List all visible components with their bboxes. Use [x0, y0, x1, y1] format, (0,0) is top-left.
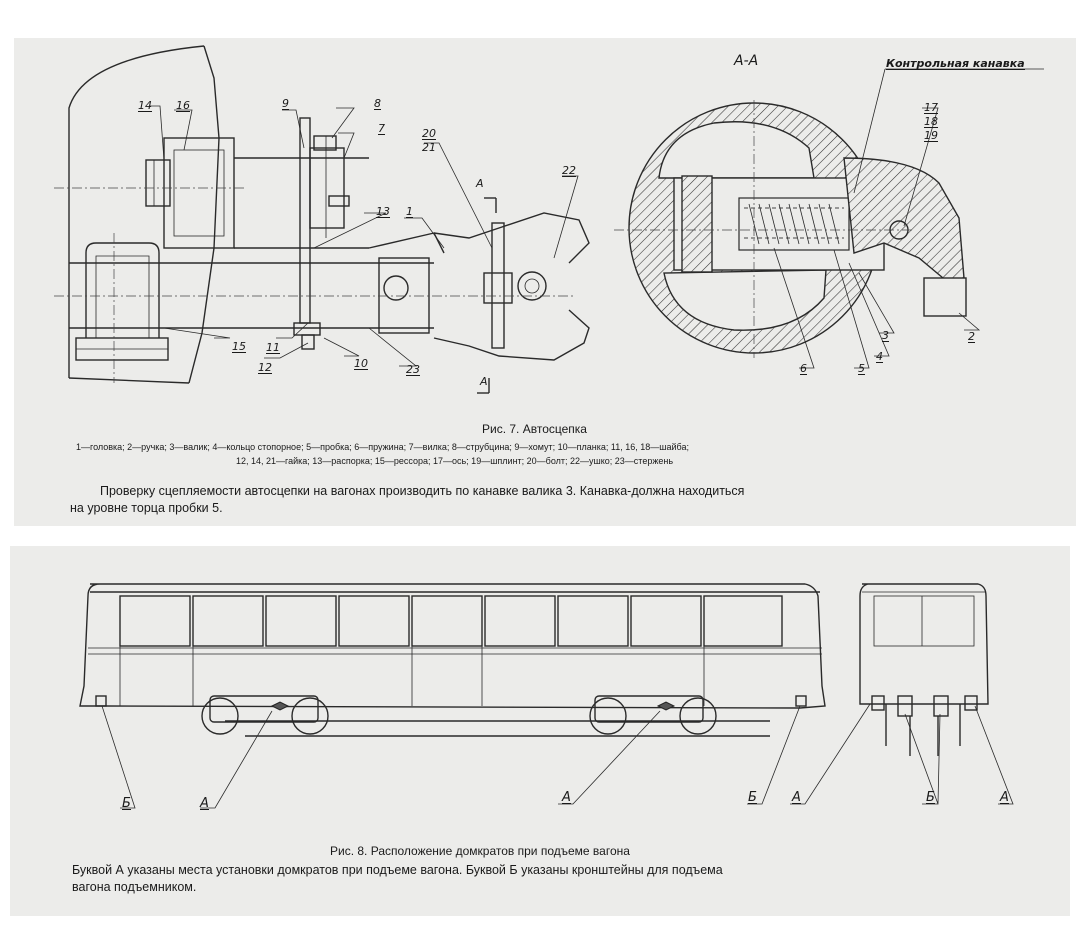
wagon-end-view: [859, 583, 989, 756]
callout-19: 19: [924, 129, 938, 142]
callout-18: 18: [924, 115, 938, 128]
callout-7: 7: [378, 122, 385, 135]
figure-7-note-line-1: Проверку сцепляемости автосцепки на ваго…: [100, 484, 745, 498]
figure-7-legend-line-2: 12, 14, 21—гайка; 13—распорка; 15—рессор…: [236, 456, 674, 466]
callout-15: 15: [232, 340, 246, 353]
callout-4: 4: [876, 350, 883, 363]
fork-7: [309, 147, 345, 229]
callout-12: 12: [258, 361, 272, 374]
label-a-end-right: А: [1000, 790, 1009, 805]
mount-bracket: [163, 137, 235, 249]
handle-2: [923, 277, 967, 317]
figure-8-note-line-1: Буквой А указаны места установки домкрат…: [72, 863, 723, 877]
bracket-right: [795, 695, 807, 707]
callout-8: 8: [374, 97, 381, 110]
coupler-shank: [378, 257, 430, 334]
coupler-head: [433, 212, 590, 264]
callout-23: 23: [406, 363, 420, 376]
label-b-left: Б: [122, 796, 131, 811]
jack-point-right: [656, 701, 676, 711]
section-mark-a-top: А: [476, 177, 484, 190]
section-mark-a-bottom: А: [480, 375, 488, 388]
bracket-left: [95, 695, 107, 707]
figure-8-title: Рис. 8. Расположение домкратов при подъе…: [330, 844, 630, 858]
leaf-spring: [85, 242, 160, 338]
figure-7-panel: 14 16 9 8 7 20 21 22 13 1 А 15 11 12 10 …: [14, 38, 1076, 526]
callout-21: 21: [422, 141, 436, 154]
callout-17: 17: [924, 101, 938, 114]
callout-5: 5: [858, 362, 865, 375]
callout-20: 20: [422, 127, 436, 140]
callout-2: 2: [968, 330, 975, 343]
figure-8-panel: Б А А Б А Б А Рис. 8. Расположение домкр…: [10, 546, 1070, 916]
figure-7-title: Рис. 7. Автосцепка: [482, 422, 587, 436]
callout-22: 22: [562, 164, 576, 177]
jack-point-left: [270, 701, 290, 711]
label-b-end: Б: [926, 790, 935, 805]
figure-7-legend-line-1: 1—головка; 2—ручка; 3—валик; 4—кольцо ст…: [76, 442, 689, 452]
callout-1: 1: [406, 205, 413, 218]
car-body-outline: [68, 45, 205, 378]
label-a-end-left: А: [792, 790, 801, 805]
callout-3: 3: [882, 329, 889, 342]
figure-8-note-line-2: вагона подъемником.: [72, 880, 197, 894]
label-a-mid: А: [562, 790, 571, 805]
clamp-9: [299, 117, 311, 324]
section-a-a: [614, 100, 967, 358]
wagon-side-view: [79, 583, 826, 737]
callout-14: 14: [138, 99, 152, 112]
coupler-drawing: [54, 45, 1044, 394]
callout-6: 6: [800, 362, 807, 375]
figure-7-note-line-2: на уровне торца пробки 5.: [70, 501, 223, 515]
callout-10: 10: [354, 357, 368, 370]
groove-label: Контрольная канавка: [886, 57, 1025, 70]
label-a-left: А: [200, 796, 209, 811]
callout-13: 13: [376, 205, 390, 218]
section-title: А-А: [734, 53, 759, 69]
label-b-right: Б: [748, 790, 757, 805]
callout-16: 16: [176, 99, 190, 112]
wagon-drawing: [79, 583, 1014, 809]
callout-11: 11: [266, 341, 280, 354]
nut-14: [145, 159, 171, 207]
callout-9: 9: [282, 97, 289, 110]
